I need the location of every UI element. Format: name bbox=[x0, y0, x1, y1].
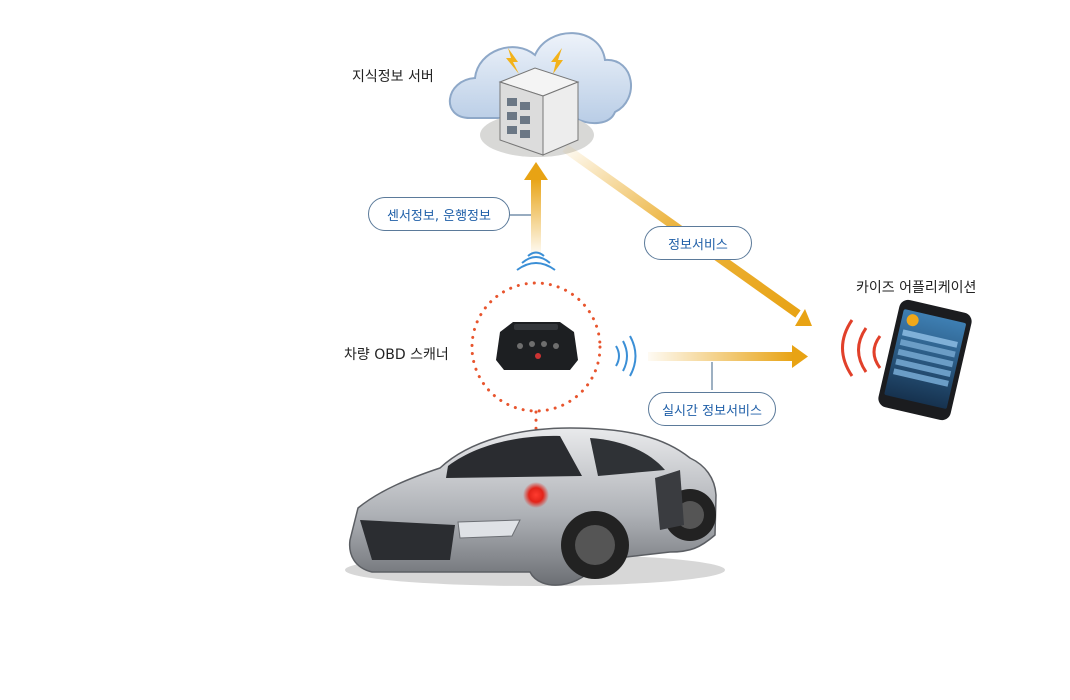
car-icon bbox=[345, 427, 725, 586]
server-icon bbox=[498, 67, 580, 156]
scanner-dotted-ring bbox=[470, 281, 602, 413]
info-service-pill: 정보서비스 bbox=[644, 226, 752, 260]
wifi-signal-icon bbox=[516, 251, 556, 271]
arrow-realtime bbox=[648, 345, 808, 390]
server-label: 지식정보 서버 bbox=[352, 69, 434, 85]
wifi-signal-icon bbox=[615, 335, 637, 377]
arrow-upload bbox=[510, 162, 548, 258]
lightning-icon bbox=[506, 48, 563, 74]
signal-red-icon bbox=[841, 319, 882, 377]
realtime-service-pill: 실시간 정보서비스 bbox=[648, 392, 776, 426]
scanner-label: 차량 OBD 스캐너 bbox=[344, 347, 449, 363]
obd-port-marker bbox=[523, 482, 549, 508]
app-label: 카이즈 어플리케이션 bbox=[856, 280, 977, 296]
smartphone-icon bbox=[878, 299, 972, 421]
obd-scanner-icon bbox=[496, 322, 578, 370]
upload-info-pill: 센서정보, 운행정보 bbox=[368, 197, 510, 231]
